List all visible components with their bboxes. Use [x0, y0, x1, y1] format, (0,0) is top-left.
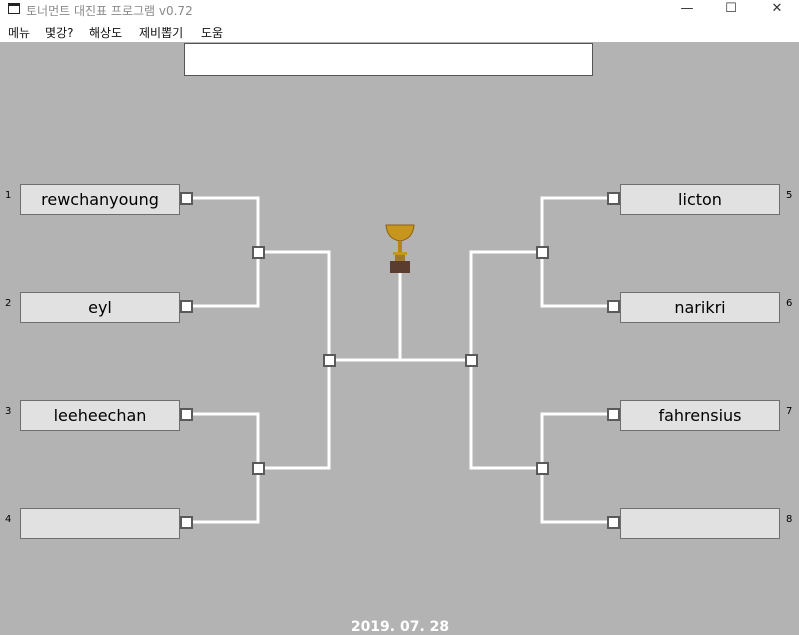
advance-checkbox[interactable]: [252, 462, 265, 475]
maximize-button[interactable]: ☐: [725, 1, 737, 16]
date-label: 2019. 07. 28: [350, 619, 450, 635]
advance-checkbox[interactable]: [607, 300, 620, 313]
advance-checkbox[interactable]: [607, 408, 620, 421]
close-button[interactable]: ✕: [771, 1, 783, 16]
window-title: 토너먼트 대진표 프로그램 v0.72: [26, 4, 193, 18]
menu-item-help[interactable]: 도움: [201, 26, 224, 40]
minimize-button[interactable]: —: [680, 1, 694, 16]
seed-number: 6: [786, 298, 793, 309]
seed-number: 1: [5, 190, 12, 201]
seed-number: 7: [786, 406, 793, 417]
menu-item-rounds[interactable]: 몇강?: [45, 26, 74, 40]
seed-number: 4: [5, 514, 12, 525]
advance-checkbox[interactable]: [323, 354, 336, 367]
player-slot-8[interactable]: [620, 508, 780, 539]
advance-checkbox[interactable]: [180, 300, 193, 313]
seed-number: 8: [786, 514, 793, 525]
advance-checkbox[interactable]: [607, 192, 620, 205]
menu-item-resolution[interactable]: 해상도: [89, 26, 123, 40]
player-slot-5[interactable]: licton: [620, 184, 780, 215]
seed-number: 5: [786, 190, 793, 201]
menu-item-menu[interactable]: 메뉴: [8, 26, 31, 40]
player-slot-2[interactable]: eyl: [20, 292, 180, 323]
advance-checkbox[interactable]: [180, 192, 193, 205]
advance-checkbox[interactable]: [180, 408, 193, 421]
advance-checkbox[interactable]: [536, 462, 549, 475]
advance-checkbox[interactable]: [180, 516, 193, 529]
player-slot-4[interactable]: [20, 508, 180, 539]
advance-checkbox[interactable]: [465, 354, 478, 367]
title-bar: 토너먼트 대진표 프로그램 v0.72 — ☐ ✕: [0, 0, 799, 20]
menu-item-draw[interactable]: 제비뽑기: [139, 26, 184, 40]
title-input[interactable]: [184, 43, 593, 76]
advance-checkbox[interactable]: [252, 246, 265, 259]
player-slot-7[interactable]: fahrensius: [620, 400, 780, 431]
advance-checkbox[interactable]: [536, 246, 549, 259]
seed-number: 2: [5, 298, 12, 309]
app-icon: [8, 3, 20, 14]
player-slot-3[interactable]: leeheechan: [20, 400, 180, 431]
player-slot-6[interactable]: narikri: [620, 292, 780, 323]
player-slot-1[interactable]: rewchanyoung: [20, 184, 180, 215]
seed-number: 3: [5, 406, 12, 417]
trophy-icon: [385, 224, 415, 273]
advance-checkbox[interactable]: [607, 516, 620, 529]
menu-bar: 메뉴 몇강? 해상도 제비뽑기 도움: [0, 20, 799, 42]
